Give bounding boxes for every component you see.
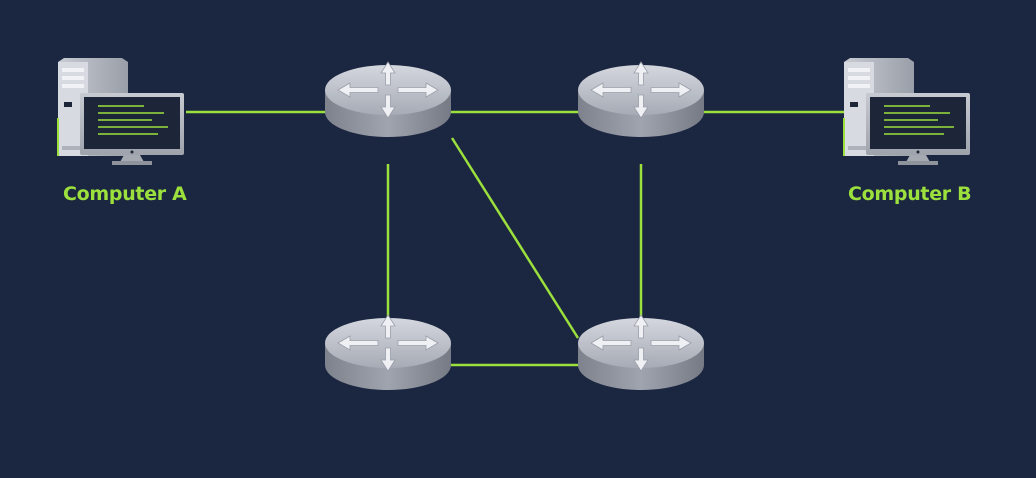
link-router-top-left-router-bottom-right bbox=[450, 137, 580, 339]
router-top-right-icon bbox=[577, 61, 705, 138]
computer-a-label: Computer A bbox=[63, 183, 187, 205]
computer-b-icon bbox=[843, 57, 971, 166]
computer-b-label: Computer B bbox=[848, 183, 972, 205]
router-bottom-left-icon bbox=[324, 314, 452, 391]
router-top-left-icon bbox=[324, 61, 452, 138]
network-links bbox=[186, 110, 845, 367]
router-bottom-right-icon bbox=[577, 314, 705, 391]
computer-a-icon bbox=[57, 57, 185, 166]
